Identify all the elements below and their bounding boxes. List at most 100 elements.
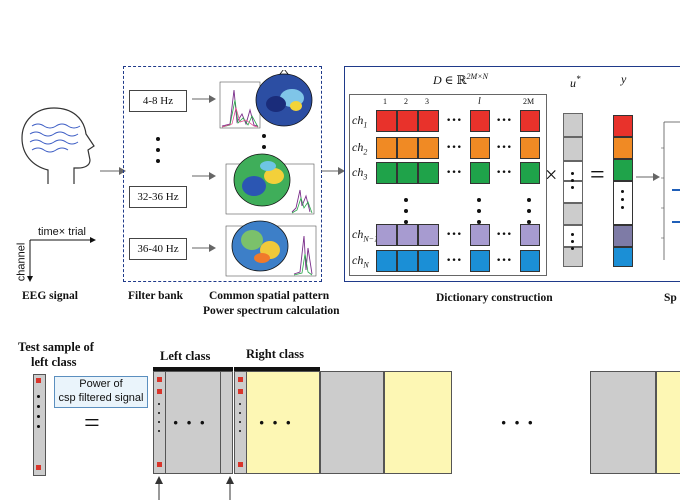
u-vector-ellipsis-2	[571, 233, 575, 254]
dict-hdots-r2-a: ···	[446, 139, 463, 156]
dict-strip-yellow-3	[656, 371, 680, 474]
dictionary-label: Dictionary construction	[436, 292, 553, 304]
test-sample-ellipsis	[37, 395, 41, 435]
arrow-csp-to-dictionary	[321, 167, 345, 175]
left-class-label: Left class	[160, 349, 211, 363]
row-label-ch: ch	[352, 227, 364, 241]
formula-in: ∈	[444, 73, 454, 87]
row-label-sub: N−1	[363, 234, 379, 244]
row-label-ch: ch	[352, 253, 364, 267]
left-sample-el-1	[157, 377, 162, 382]
row-label-1: ch1	[352, 113, 367, 129]
left-sample-el-3	[157, 462, 162, 467]
dict-hdots-r5-a: ···	[446, 252, 463, 269]
dict-cell-r3-c2	[397, 162, 418, 184]
y-vector-seg-2	[613, 137, 633, 159]
row-label-sub: 2	[363, 147, 368, 157]
dict-cell-r1-c3	[418, 110, 439, 132]
dict-cell-r4-c2	[397, 224, 418, 246]
y-vector-seg-4	[613, 181, 633, 225]
dict-cell-r1-2m	[520, 110, 540, 132]
dict-strip-gray-2	[320, 371, 384, 474]
test-sample-element-bottom	[36, 465, 41, 470]
dictionary-box	[344, 66, 680, 282]
eeg-head-illustration	[21, 107, 95, 184]
dict-strip-gray-3	[590, 371, 656, 474]
equals-symbol: =	[590, 160, 605, 189]
col-idx-3: 3	[425, 97, 429, 106]
right-class-label: Right class	[246, 347, 304, 361]
u-sup: *	[576, 74, 581, 84]
u-vector-seg-5	[563, 203, 583, 225]
arrow-y-to-plot	[636, 173, 660, 181]
arrow-band2	[192, 172, 216, 180]
dict-row-ellipsis-3	[527, 198, 531, 231]
dict-row-ellipsis-2	[477, 198, 481, 231]
row-label-sub: 1	[363, 120, 368, 130]
col-idx-2: 2	[404, 97, 408, 106]
y-vector-seg-1	[613, 115, 633, 137]
row-label-5: chN	[352, 253, 369, 269]
left-class-bracket	[153, 367, 233, 371]
dict-cell-r5-l	[470, 250, 490, 272]
y-label: y	[621, 72, 627, 86]
dict-strip-yellow-2	[384, 371, 452, 474]
arrow-band3	[192, 244, 216, 252]
right-sample-el-1	[238, 377, 243, 382]
row-label-ch: ch	[352, 140, 364, 154]
dict-cell-r5-c3	[418, 250, 439, 272]
u-vector-seg-1	[563, 113, 583, 137]
arrow-up-left	[155, 476, 163, 500]
formula-r: ℝ	[456, 73, 467, 87]
arrow-eeg-to-filter	[100, 167, 126, 175]
sp-label-truncated: Sp	[664, 292, 677, 304]
dict-cell-r5-c2	[397, 250, 418, 272]
y-vector-seg-3	[613, 159, 633, 181]
csp-topomap-1	[219, 70, 313, 129]
row-label-ch: ch	[352, 165, 364, 179]
csp-topomap-3	[225, 220, 317, 277]
dict-cell-r4-c1	[376, 224, 397, 246]
col-idx-1: 1	[383, 97, 387, 106]
row-label-4: chN−1	[352, 227, 378, 243]
filter-bank-label: Filter bank	[128, 290, 184, 302]
eeg-signal-label: EEG signal	[22, 290, 78, 302]
arrow-band1	[192, 95, 216, 103]
dict-cell-r3-c3	[418, 162, 439, 184]
dict-strip-yellow-1	[234, 371, 320, 474]
dict-cell-r3-l	[470, 162, 490, 184]
formula-d-var: D	[433, 73, 442, 87]
csp-label-line1: Common spatial pattern	[209, 290, 330, 302]
topomap-ellipsis	[262, 134, 266, 156]
sparse-plot-partial	[661, 121, 680, 260]
dict-hdots-r3-b: ···	[496, 164, 513, 181]
times-symbol: ×	[545, 162, 558, 187]
dict-cell-r3-2m	[520, 162, 540, 184]
dict-cell-r1-c2	[397, 110, 418, 132]
left-sample-ellipsis	[158, 403, 162, 439]
u-var: u	[570, 76, 576, 90]
row-label-sub: N	[363, 260, 369, 270]
power-callout: Power of csp filtered signal	[54, 376, 148, 408]
test-sample-element-top	[36, 378, 41, 383]
formula-exp: 2M×N	[466, 72, 488, 81]
u-star-label: u*	[570, 74, 581, 91]
right-sample-ellipsis	[239, 403, 243, 439]
ellipsis-left-class: ···	[172, 410, 213, 435]
dictionary-inner-box	[349, 94, 547, 276]
dict-cell-r2-c1	[376, 137, 397, 159]
right-class-bracket	[234, 367, 320, 371]
band-36-40: 36-40 Hz	[129, 238, 187, 260]
row-label-3: ch3	[352, 165, 367, 181]
right-sample-el-3	[238, 462, 243, 467]
csp-label-line2: Power spectrum calculation	[203, 305, 340, 317]
dict-cell-r2-l	[470, 137, 490, 159]
ellipsis-right-class: ···	[258, 410, 299, 435]
bottom-equals: =	[84, 408, 100, 439]
dict-hdots-r1-a: ···	[446, 112, 463, 129]
formula-d: D ∈ ℝ2M×N	[433, 72, 488, 88]
dict-hdots-r3-a: ···	[446, 164, 463, 181]
dict-hdots-r5-b: ···	[496, 252, 513, 269]
dict-cell-r5-c1	[376, 250, 397, 272]
band-4-8: 4-8 Hz	[129, 90, 187, 112]
